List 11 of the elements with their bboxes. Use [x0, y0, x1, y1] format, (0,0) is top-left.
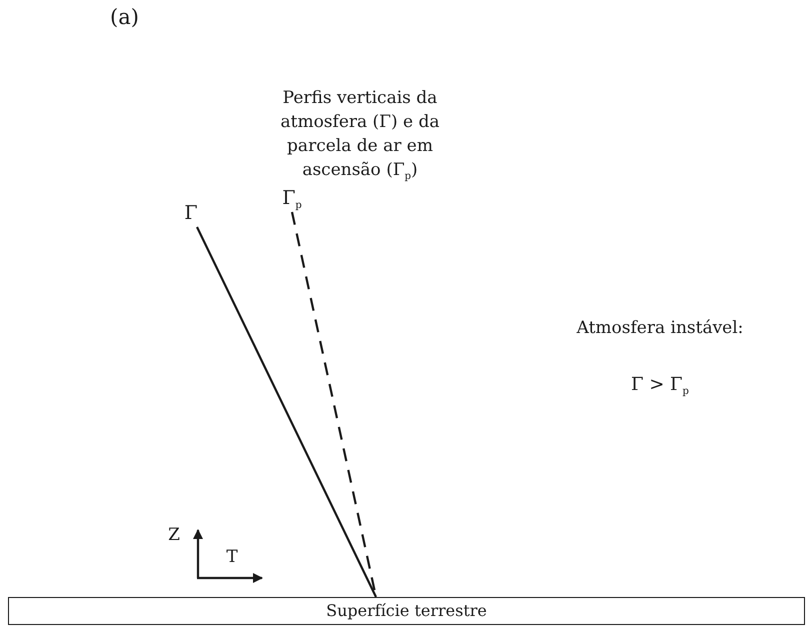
profile-label: Γ	[180, 201, 202, 225]
stability-label: Atmosfera instável:	[576, 317, 744, 340]
axis-label: T	[225, 546, 239, 568]
surface-label: Superfície terrestre	[326, 601, 487, 620]
profile-line	[196, 226, 377, 598]
panel-label: (a)	[110, 6, 140, 28]
axis-label: Z	[167, 524, 181, 546]
inequality-label: Γ > Γ$_{p}$	[630, 374, 690, 399]
title-text: Perfis verticais da atmosfera (Γ) e da parcela de ar em ascensão (Γ$_{p}$)	[279, 87, 440, 184]
profile-label: Γ$_{p}$	[277, 186, 307, 210]
ground-surface-bar	[8, 597, 805, 625]
